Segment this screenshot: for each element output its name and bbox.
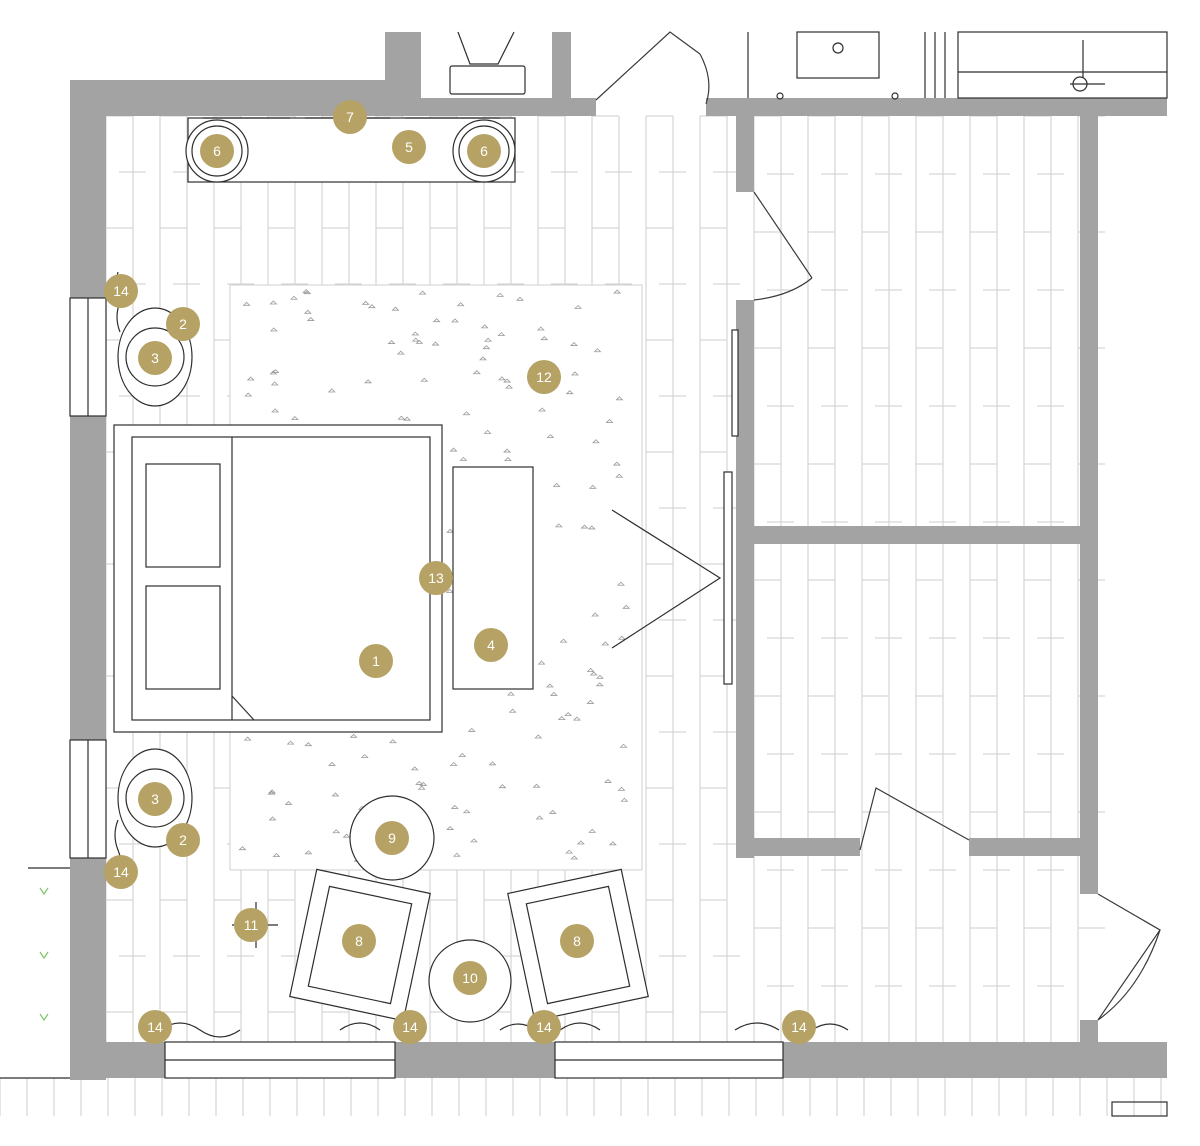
marker[interactable]: 2 — [166, 307, 200, 341]
svg-text:14: 14 — [147, 1019, 163, 1035]
marker[interactable]: 14 — [104, 855, 138, 889]
marker[interactable]: 1 — [359, 644, 393, 678]
svg-text:14: 14 — [536, 1019, 552, 1035]
svg-text:14: 14 — [113, 864, 129, 880]
svg-text:12: 12 — [536, 369, 552, 385]
bathroom-fixtures — [449, 31, 1168, 100]
marker[interactable]: 6 — [200, 134, 234, 168]
svg-text:6: 6 — [213, 143, 221, 159]
marker[interactable]: 2 — [166, 823, 200, 857]
svg-text:14: 14 — [791, 1019, 807, 1035]
svg-text:10: 10 — [462, 970, 478, 986]
marker[interactable]: 6 — [467, 134, 501, 168]
marker[interactable]: 14 — [527, 1010, 561, 1044]
marker[interactable]: 12 — [527, 360, 561, 394]
marker[interactable]: 4 — [474, 628, 508, 662]
marker[interactable]: 3 — [138, 782, 172, 816]
marker[interactable]: 9 — [375, 821, 409, 855]
marker[interactable]: 14 — [104, 274, 138, 308]
svg-text:3: 3 — [151, 791, 159, 807]
closet-rods — [611, 329, 739, 685]
svg-text:8: 8 — [355, 933, 363, 949]
svg-text:5: 5 — [405, 139, 413, 155]
walls — [70, 32, 1167, 1080]
marker[interactable]: 14 — [393, 1010, 427, 1044]
marker[interactable]: 13 — [419, 561, 453, 595]
marker[interactable]: 3 — [138, 341, 172, 375]
svg-text:6: 6 — [480, 143, 488, 159]
marker[interactable]: 8 — [560, 924, 594, 958]
doors — [595, 31, 1161, 1021]
svg-text:11: 11 — [244, 917, 259, 933]
svg-text:14: 14 — [402, 1019, 418, 1035]
marker[interactable]: 14 — [138, 1010, 172, 1044]
svg-text:2: 2 — [179, 832, 187, 848]
bottom-windows — [164, 1041, 784, 1079]
marker[interactable]: 11 — [234, 908, 268, 942]
svg-text:9: 9 — [388, 830, 396, 846]
svg-text:14: 14 — [113, 283, 129, 299]
svg-text:1: 1 — [372, 653, 380, 669]
svg-text:8: 8 — [573, 933, 581, 949]
bed — [113, 424, 443, 733]
left-windows — [69, 297, 107, 859]
marker[interactable]: 5 — [392, 130, 426, 164]
svg-text:3: 3 — [151, 350, 159, 366]
svg-text:13: 13 — [428, 570, 444, 586]
item-markers: 1 2 2 3 3 4 5 6 6 7 8 8 9 10 11 12 13 14… — [104, 100, 816, 1044]
marker[interactable]: 14 — [782, 1010, 816, 1044]
exterior — [0, 867, 1168, 1117]
svg-text:7: 7 — [346, 109, 354, 125]
marker[interactable]: 7 — [333, 100, 367, 134]
marker[interactable]: 8 — [342, 924, 376, 958]
dresser — [185, 117, 516, 183]
svg-text:4: 4 — [487, 637, 495, 653]
marker[interactable]: 10 — [453, 961, 487, 995]
svg-text:2: 2 — [179, 316, 187, 332]
